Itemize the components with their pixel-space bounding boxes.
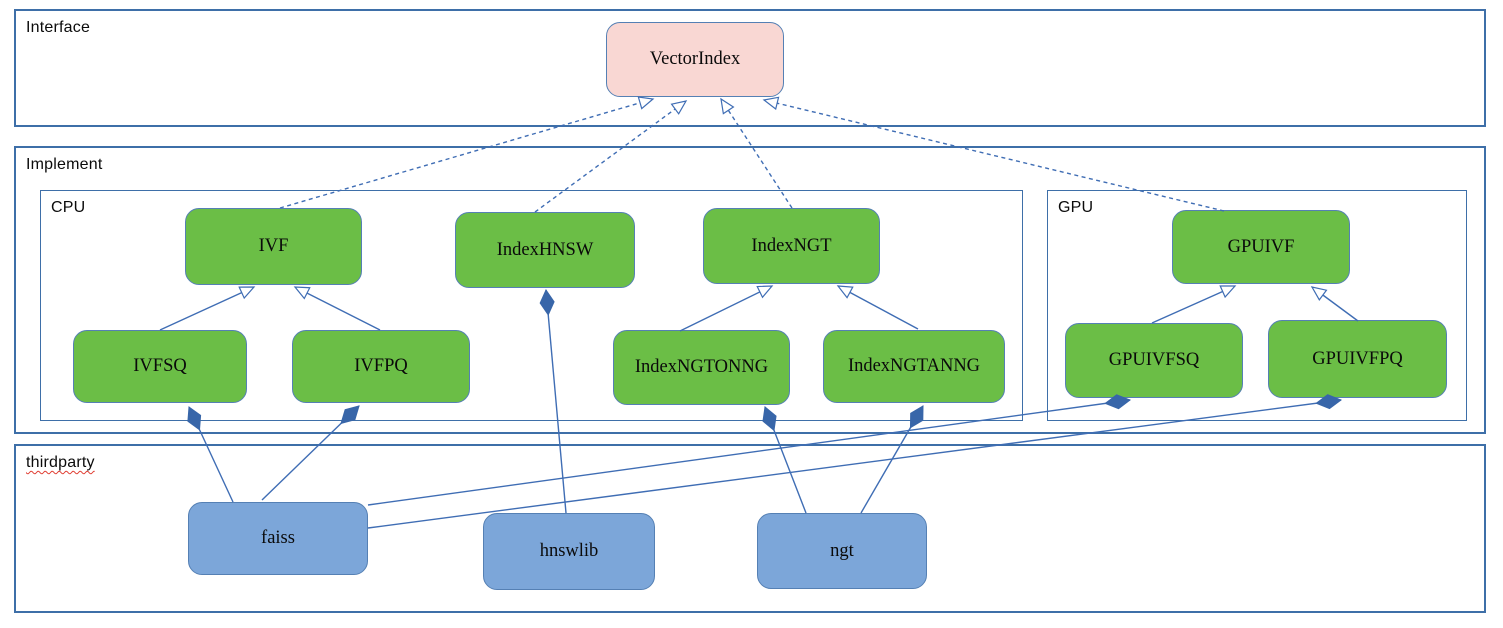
node-indexngtanng: IndexNGTANNG [823,330,1005,403]
container-label-gpu: GPU [1058,199,1094,216]
node-ivfpq: IVFPQ [292,330,470,403]
node-vectorindex: VectorIndex [606,22,784,97]
node-indexngt: IndexNGT [703,208,880,284]
node-label-indexngt: IndexNGT [751,235,832,256]
container-label-thirdparty: thirdparty [26,454,95,471]
node-label-vectorindex: VectorIndex [649,49,741,69]
node-gpuivfpq: GPUIVFPQ [1268,320,1447,398]
node-label-indexhnsw: IndexHNSW [496,239,594,260]
node-label-ivfsq: IVFSQ [133,356,187,376]
node-label-gpuivfpq: GPUIVFPQ [1312,348,1403,369]
node-label-faiss: faiss [261,528,295,548]
node-indexhnsw: IndexHNSW [455,212,635,288]
node-ngt: ngt [757,513,927,589]
container-label-implement: Implement [26,156,103,173]
node-label-ngt: ngt [830,540,854,561]
node-label-gpuivfsq: GPUIVFSQ [1108,350,1200,370]
node-faiss: faiss [188,502,368,575]
node-label-hnswlib: hnswlib [539,541,599,561]
node-indexngtonng: IndexNGTONNG [613,330,790,405]
node-gpuivf: GPUIVF [1172,210,1350,284]
node-label-gpuivf: GPUIVF [1227,236,1295,257]
node-ivf: IVF [185,208,362,285]
node-gpuivfsq: GPUIVFSQ [1065,323,1243,398]
container-label-cpu: CPU [51,199,86,216]
node-hnswlib: hnswlib [483,513,655,590]
node-label-indexngtonng: IndexNGTONNG [634,357,769,377]
node-ivfsq: IVFSQ [73,330,247,403]
node-label-indexngtanng: IndexNGTANNG [847,356,981,376]
node-label-ivfpq: IVFPQ [354,356,408,376]
node-label-ivf: IVF [258,236,289,256]
container-label-interface: Interface [26,19,91,36]
